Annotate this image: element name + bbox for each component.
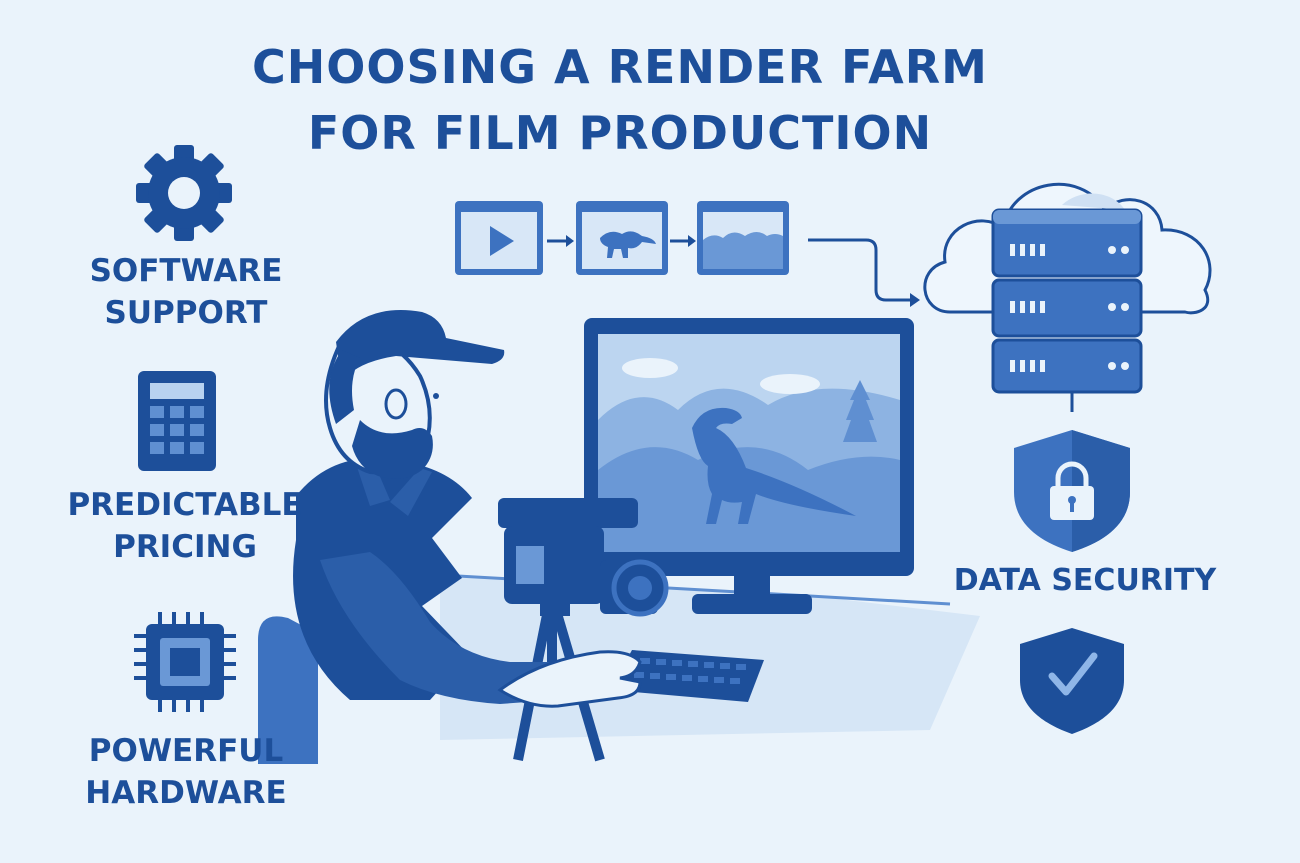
data-security-label: DATA SECURITY bbox=[953, 563, 1217, 598]
title-line-1: CHOOSING A RENDER FARM bbox=[252, 40, 988, 94]
factor-label-line: SUPPORT bbox=[104, 295, 268, 331]
factor-label-line: PREDICTABLE bbox=[67, 487, 303, 523]
factor-label-line: PRICING bbox=[113, 529, 257, 565]
keyboard-icon bbox=[610, 650, 764, 702]
dinosaur-frame-icon bbox=[576, 201, 668, 275]
monitor-icon bbox=[584, 318, 914, 614]
gear-icon bbox=[136, 145, 232, 241]
title-line-2: FOR FILM PRODUCTION bbox=[307, 106, 933, 160]
factor-label-software-support: SOFTWARE SUPPORT bbox=[70, 250, 302, 334]
factor-label-line: HARDWARE bbox=[85, 775, 287, 811]
chip-icon bbox=[134, 612, 236, 712]
calculator-icon bbox=[138, 371, 216, 471]
factor-label-predictable-pricing: PREDICTABLE PRICING bbox=[40, 484, 330, 568]
factor-label-powerful-hardware: POWERFUL HARDWARE bbox=[70, 730, 302, 814]
landscape-frame-icon bbox=[697, 201, 789, 275]
factor-label-line: SOFTWARE bbox=[89, 253, 283, 289]
person-illustration bbox=[258, 310, 642, 764]
video-frame-icon bbox=[455, 201, 543, 275]
factor-label-line: POWERFUL bbox=[88, 733, 284, 769]
shield-lock-icon bbox=[1014, 430, 1130, 552]
cloud-server-icon bbox=[923, 182, 1212, 394]
shield-check-icon bbox=[1020, 628, 1124, 734]
